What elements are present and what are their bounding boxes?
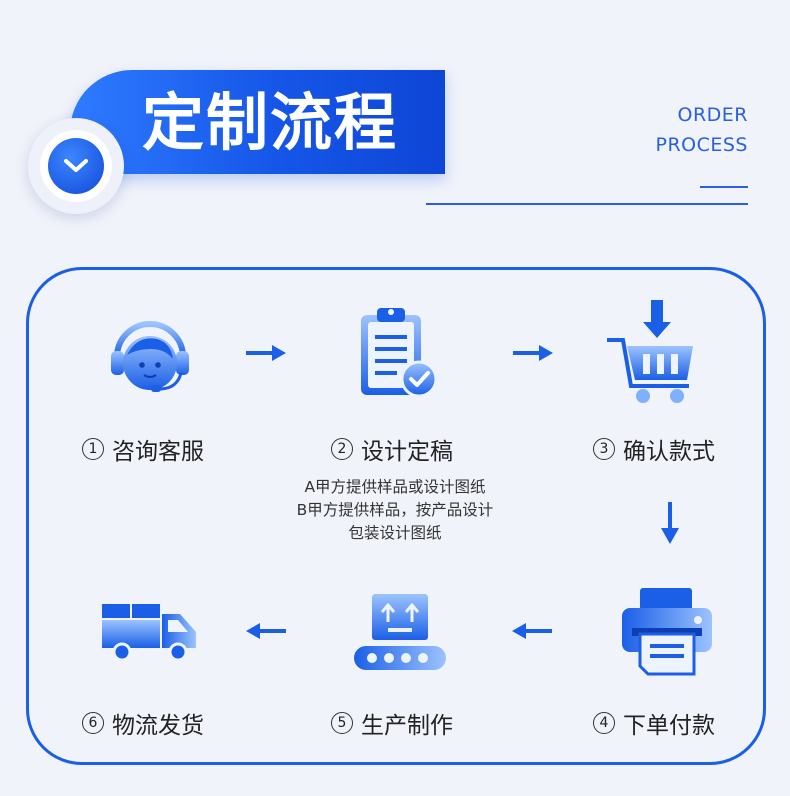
printer-icon xyxy=(618,586,718,682)
process-text: PROCESS xyxy=(655,134,748,156)
order-process-heading: ORDER PROCESS xyxy=(655,100,748,160)
step-number: 1 xyxy=(82,438,104,460)
step-5-label: 5 生产制作 xyxy=(331,706,453,740)
step-number: 4 xyxy=(593,712,615,734)
step-3-label: 3 确认款式 xyxy=(593,432,715,466)
clipboard-check-icon xyxy=(355,305,445,405)
step-1-label: 1 咨询客服 xyxy=(82,432,204,466)
page-title: 定制流程 xyxy=(142,86,399,159)
chevron-down-icon xyxy=(48,138,104,194)
note-line-a: A甲方提供样品或设计图纸 xyxy=(304,478,486,496)
step-text: 设计定稿 xyxy=(361,439,453,465)
delivery-truck-icon xyxy=(100,600,200,668)
arrow-right-icon xyxy=(244,342,288,368)
shopping-cart-icon xyxy=(603,298,699,410)
step-text: 确认款式 xyxy=(623,439,715,465)
step-text: 生产制作 xyxy=(361,713,453,739)
design-note: A甲方提供样品或设计图纸 B甲方提供样品，按产品设计 包装设计图纸 xyxy=(250,476,540,545)
customer-service-icon xyxy=(107,315,193,405)
arrow-left-icon xyxy=(510,620,554,646)
title-banner xyxy=(70,70,445,174)
note-line-b: B甲方提供样品，按产品设计 xyxy=(296,501,494,519)
conveyor-box-icon xyxy=(352,592,448,678)
step-number: 6 xyxy=(82,712,104,734)
arrow-down-icon xyxy=(657,500,683,550)
step-text: 物流发货 xyxy=(112,713,204,739)
step-6-label: 6 物流发货 xyxy=(82,706,204,740)
step-number: 5 xyxy=(331,712,353,734)
step-number: 2 xyxy=(331,438,353,460)
step-text: 咨询客服 xyxy=(112,439,204,465)
note-line-c: 包装设计图纸 xyxy=(348,524,442,542)
arrow-right-icon xyxy=(511,342,555,368)
divider-short xyxy=(700,186,748,188)
step-2-label: 2 设计定稿 xyxy=(331,432,453,466)
order-text: ORDER xyxy=(677,104,748,126)
step-text: 下单付款 xyxy=(623,713,715,739)
divider-long xyxy=(426,203,748,205)
step-4-label: 4 下单付款 xyxy=(593,706,715,740)
step-number: 3 xyxy=(593,438,615,460)
arrow-left-icon xyxy=(244,620,288,646)
